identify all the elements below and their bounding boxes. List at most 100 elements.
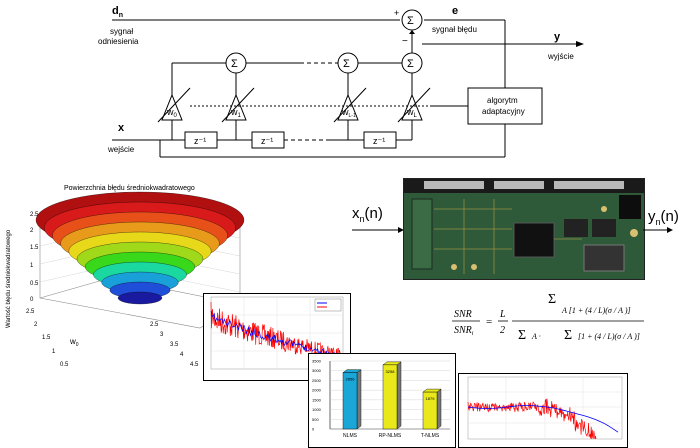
- surface-title: Powierzchnia błędu średniokwadratowego: [64, 185, 195, 192]
- adapt-arrow-w1: [221, 87, 255, 123]
- sigma-1: Σ: [231, 58, 238, 70]
- delay-label-3: z⁻¹: [373, 136, 385, 146]
- y-tick-2: 3: [160, 332, 164, 338]
- circuit-board-image: [404, 179, 644, 279]
- y-tick-5: 4.5: [190, 362, 199, 368]
- minus-sign: −: [402, 36, 408, 47]
- denominator-term-2: [1 + (4 / L)(σ / A )]: [578, 332, 640, 341]
- sigma-2: Σ: [343, 58, 350, 70]
- bar-chart-yticks: 0 500 1000 1500 2000 2500 3000 3500: [312, 359, 322, 432]
- adaptive-label-2: adaptacyjny: [482, 107, 525, 116]
- bar-ytick-label: 0: [312, 427, 315, 432]
- x-axis-label: w0: [69, 337, 79, 348]
- bar-value-label: 2856: [346, 377, 356, 382]
- z-tick-3: 1: [30, 263, 34, 269]
- bar: [342, 372, 358, 430]
- x-tick-4: 1: [52, 349, 56, 355]
- bar-value-label: 3258: [386, 369, 396, 374]
- x-tick-2: 2: [34, 322, 38, 328]
- bar-side: [396, 361, 402, 430]
- sigma-top: Σ: [407, 15, 414, 27]
- y-tick-1: 2.5: [150, 322, 159, 328]
- bar-category-label: RP-NLMS: [379, 433, 402, 439]
- bar-side: [436, 388, 442, 430]
- z-tick-5: 2: [30, 228, 34, 234]
- bar-category-label: NLMS: [343, 433, 358, 439]
- x-tick-1: 2.5: [26, 309, 35, 315]
- weight-label-l: wL: [406, 107, 418, 119]
- delay-label-1: z⁻¹: [194, 136, 206, 146]
- output-arrowhead: [576, 41, 584, 47]
- adaptive-algorithm-box: [467, 87, 543, 125]
- adapt-arrow-w0: [157, 87, 191, 123]
- sum-sign-right: Σ: [564, 328, 572, 343]
- bar-ytick-label: 2000: [312, 388, 322, 393]
- z-axis-label: Wartość błędu średniokwadratowego: [6, 229, 12, 328]
- x-tick-5: 0.5: [60, 362, 69, 368]
- sigma-3: Σ: [407, 58, 414, 70]
- equals-sign: =: [486, 316, 492, 328]
- bar-ytick-label: 500: [312, 417, 319, 422]
- bar-ytick-label: 3500: [312, 359, 322, 364]
- bar-side: [356, 369, 362, 430]
- z-tick-4: 1.5: [30, 245, 39, 251]
- bar-chart-categories: NLMS RP-NLMS T-NLMS: [343, 433, 440, 439]
- bar-ytick-label: 2500: [312, 378, 322, 383]
- snr-denominator: SNRi: [454, 325, 474, 337]
- adaptive-label-1: algorytm: [487, 96, 518, 105]
- weight-label-0: w0: [166, 107, 178, 119]
- desired-label-1: sygnał: [110, 27, 133, 36]
- error-label: sygnał błędu: [432, 25, 477, 34]
- y-tick-4: 4: [180, 352, 184, 358]
- spectrum-plot-2: [458, 373, 628, 448]
- pcb-traces: [434, 199, 582, 274]
- error-surface-plot: Powierzchnia błędu średniokwadratowego 2…: [6, 185, 245, 378]
- bar: [422, 391, 438, 430]
- weight-label-l1: wL-1: [341, 107, 356, 119]
- z-tick-2: 0.5: [30, 281, 39, 287]
- adapt-arrow-wl1: [333, 87, 367, 123]
- photo-input-arrow: [352, 227, 404, 233]
- bar-category-label: T-NLMS: [421, 433, 440, 439]
- snr-numerator: SNR: [454, 309, 472, 320]
- adaptive-filter-diagram: dn sygnał odniesienia + − Σ Σ Σ Σ e sygn…: [98, 5, 584, 158]
- y-tick-3: 3.5: [170, 342, 179, 348]
- input-label: wejście: [107, 145, 135, 154]
- bar-chart-bars: 2856 3258 1879: [342, 361, 442, 430]
- bar: [382, 364, 398, 430]
- snr-formula: SNR SNRi = L 2 Σ Σ Σ A [1 + (4 / L)(σ / …: [452, 292, 644, 343]
- error-arrowhead: [409, 30, 415, 34]
- bar-value-label: 1879: [426, 396, 436, 401]
- fraction-numerator: L: [499, 309, 506, 320]
- photo-output-arrow: [643, 227, 673, 233]
- output-label: wyjście: [547, 52, 574, 61]
- surface-band: [117, 291, 163, 305]
- bar-ytick-label: 1500: [312, 397, 322, 402]
- numerator-term: A [1 + (4 / L)(σ / A )]: [561, 306, 631, 315]
- z-tick-6: 2.5: [30, 212, 39, 218]
- denominator-term-1: A ·: [531, 332, 541, 341]
- desired-label-2: odniesienia: [98, 37, 139, 46]
- fraction-denominator: 2: [500, 325, 505, 336]
- plot2-series-blue: [467, 405, 619, 433]
- plus-sign: +: [394, 8, 399, 18]
- output-symbol: y: [554, 31, 561, 43]
- photo-input-label: xn(n): [352, 205, 383, 224]
- weight-label-1: w1: [230, 107, 242, 119]
- plot2-series-red: [467, 398, 597, 440]
- error-symbol: e: [452, 5, 458, 17]
- adapt-arrow-wl: [397, 87, 431, 123]
- z-tick-1: 0: [30, 297, 34, 303]
- delay-label-2: z⁻¹: [261, 136, 273, 146]
- x-tick-3: 1.5: [42, 335, 51, 341]
- surface-mesh: [35, 191, 245, 305]
- dsp-board-photo: [403, 178, 645, 280]
- input-symbol: x: [118, 122, 125, 134]
- bar-ytick-label: 1000: [312, 407, 322, 412]
- desired-symbol: dn: [112, 5, 123, 19]
- sum-sign-left: Σ: [518, 328, 526, 343]
- sum-sign-top: Σ: [548, 292, 556, 307]
- bar-chart: 2856 3258 1879 0 500 1000 1500 2000 2500 3000 350…: [308, 353, 456, 448]
- plot1-legend: [314, 298, 342, 312]
- bar-ytick-label: 3000: [312, 368, 322, 373]
